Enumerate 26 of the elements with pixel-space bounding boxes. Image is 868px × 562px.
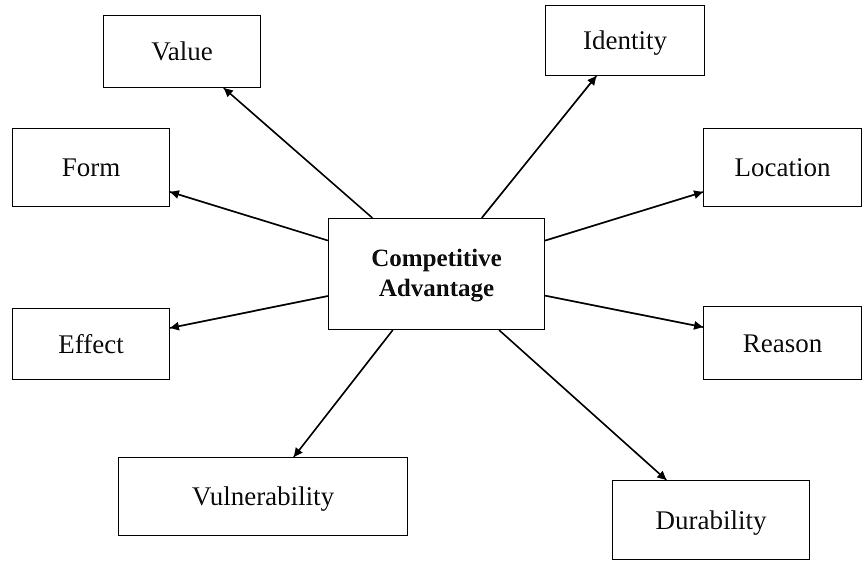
node-label: Effect [58,328,124,360]
arrow [293,329,394,458]
node-label: Location [734,151,830,184]
node-label: Competitive Advantage [370,244,503,304]
concept-box [118,457,408,536]
arrow [544,190,704,242]
central-box [328,218,545,330]
arrow [498,329,667,481]
concept-box [612,480,810,560]
arrow [481,75,598,219]
concept-box [12,308,170,380]
node-label: Value [151,35,213,68]
arrow [223,87,374,219]
concept-box [103,15,261,88]
arrow [170,295,328,331]
concept-box [12,128,170,207]
concept-box [703,128,862,207]
arrow [170,190,328,242]
node-label: Durability [656,504,766,536]
node-label: Reason [742,326,822,360]
arrow [544,294,704,330]
concept-box [545,5,705,76]
concept-box [703,306,862,380]
node-label: Vulnerability [192,480,334,513]
node-label: Form [62,151,120,184]
node-label: Identity [583,24,667,57]
